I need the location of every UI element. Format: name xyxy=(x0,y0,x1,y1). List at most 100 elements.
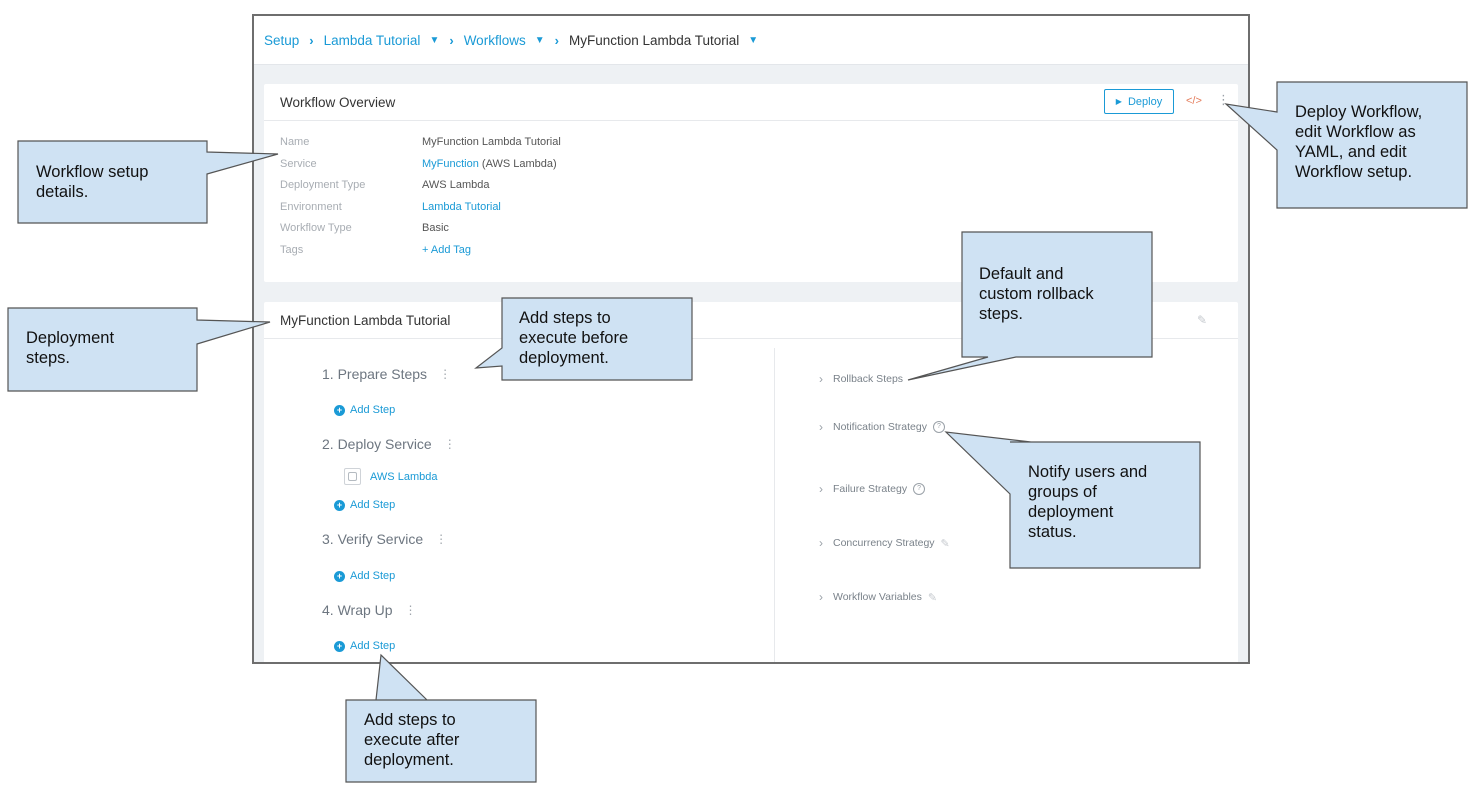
more-vertical-icon[interactable]: ⋮ xyxy=(404,603,417,617)
caret-down-icon[interactable]: ▼ xyxy=(534,34,545,46)
workflow-overview-title: Workflow Overview xyxy=(280,94,396,110)
callout-line: Deploy Workflow, xyxy=(1295,103,1423,121)
option-label: Concurrency Strategy xyxy=(833,537,935,549)
more-vertical-icon[interactable]: ⋮ xyxy=(439,367,452,381)
add-tag-link[interactable]: + Add Tag xyxy=(422,243,472,256)
callout-line: steps. xyxy=(979,305,1024,323)
phase-verify: 3. Verify Service ⋮ xyxy=(322,531,447,547)
detail-label: Workflow Type xyxy=(280,222,352,234)
breadcrumb-workflows[interactable]: Workflows xyxy=(463,32,526,48)
breadcrumb-setup[interactable]: Setup xyxy=(264,32,300,48)
aws-lambda-step[interactable]: AWS Lambda xyxy=(344,468,437,485)
workflow-overview-header: Workflow Overview ▶ Deploy </> ⋮ xyxy=(264,84,1238,121)
callout-line: deployment. xyxy=(519,349,609,367)
detail-value: MyFunction Lambda Tutorial xyxy=(422,136,561,148)
add-step-label: Add Step xyxy=(350,499,396,511)
callout-line: steps. xyxy=(26,349,71,367)
phase-label: 2. Deploy Service xyxy=(322,436,432,452)
callout-line: YAML, and edit xyxy=(1295,143,1407,161)
workflow-steps-header: MyFunction Lambda Tutorial ✎ xyxy=(264,302,1238,339)
callout-line: deployment. xyxy=(364,751,454,769)
pencil-icon[interactable]: ✎ xyxy=(940,537,950,550)
chevron-right-icon: › xyxy=(819,372,823,386)
detail-label: Environment xyxy=(280,200,342,213)
notification-strategy-item[interactable]: › Notification Strategy ? xyxy=(819,420,945,434)
step-label: AWS Lambda xyxy=(370,470,438,483)
callout-line: Workflow setup. xyxy=(1295,163,1413,181)
column-divider xyxy=(774,348,775,662)
chevron-right-icon: › xyxy=(449,32,454,48)
phase-label: 4. Wrap Up xyxy=(322,602,393,618)
service-type: (AWS Lambda) xyxy=(478,157,557,170)
chevron-right-icon: › xyxy=(819,482,823,496)
callout-notify-text: Notify users and groups of deployment st… xyxy=(1028,462,1147,542)
add-step-button[interactable]: + Add Step xyxy=(334,640,395,652)
callout-line: deployment xyxy=(1028,503,1114,521)
callout-line: Default and xyxy=(979,265,1064,283)
more-vertical-icon[interactable]: ⋮ xyxy=(1217,92,1230,107)
callout-line: edit Workflow as xyxy=(1295,123,1416,141)
help-icon[interactable]: ? xyxy=(932,421,945,433)
add-step-button[interactable]: + Add Step xyxy=(334,499,395,511)
plus-circle-icon: + xyxy=(334,404,345,416)
pencil-icon[interactable]: ✎ xyxy=(927,591,938,604)
detail-row-workflow-type: Workflow Type Basic xyxy=(280,222,561,244)
plus-circle-icon: + xyxy=(334,499,345,511)
environment-link[interactable]: Lambda Tutorial xyxy=(422,200,501,213)
callout-line: custom rollback xyxy=(979,285,1094,303)
callout-line: Workflow setup xyxy=(36,163,149,181)
callout-after-text: Add steps to execute after deployment. xyxy=(364,710,459,770)
callout-deployment-steps-text: Deployment steps. xyxy=(26,328,114,368)
caret-down-icon[interactable]: ▼ xyxy=(748,34,759,46)
concurrency-strategy-item[interactable]: › Concurrency Strategy ✎ xyxy=(819,536,950,550)
callout-line: execute before xyxy=(519,329,629,347)
deploy-button[interactable]: ▶ Deploy xyxy=(1104,89,1174,114)
phase-deploy: 2. Deploy Service ⋮ xyxy=(322,436,456,452)
callout-line: details. xyxy=(36,183,89,201)
add-step-label: Add Step xyxy=(350,404,396,416)
detail-value: MyFunction (AWS Lambda) xyxy=(422,158,557,180)
chevron-right-icon: › xyxy=(309,32,314,48)
detail-value: AWS Lambda xyxy=(422,179,490,191)
phase-wrap-up: 4. Wrap Up ⋮ xyxy=(322,602,417,618)
failure-strategy-item[interactable]: › Failure Strategy ? xyxy=(819,482,926,496)
workflow-variables-item[interactable]: › Workflow Variables ✎ xyxy=(819,590,937,604)
plus-circle-icon: + xyxy=(334,570,345,582)
detail-row-name: Name MyFunction Lambda Tutorial xyxy=(280,136,561,158)
phase-label: 1. Prepare Steps xyxy=(322,366,428,382)
callout-deploy-edit-text: Deploy Workflow, edit Workflow as YAML, … xyxy=(1295,102,1422,182)
workflow-details: Name MyFunction Lambda Tutorial Service … xyxy=(280,136,561,265)
yaml-code-icon[interactable]: </> xyxy=(1186,95,1202,107)
detail-value: Basic xyxy=(422,222,449,234)
more-vertical-icon[interactable]: ⋮ xyxy=(443,437,456,451)
detail-row-deployment-type: Deployment Type AWS Lambda xyxy=(280,179,561,201)
rollback-steps-item[interactable]: › Rollback Steps xyxy=(819,372,903,386)
breadcrumb-current: MyFunction Lambda Tutorial xyxy=(568,32,740,48)
add-step-label: Add Step xyxy=(350,570,396,582)
app-window: Setup › Lambda Tutorial ▼ › Workflows ▼ … xyxy=(252,14,1250,664)
help-icon[interactable]: ? xyxy=(913,483,926,495)
step-icon xyxy=(344,468,361,485)
more-vertical-icon[interactable]: ⋮ xyxy=(435,532,448,546)
phase-prepare: 1. Prepare Steps ⋮ xyxy=(322,366,451,382)
option-label: Workflow Variables xyxy=(833,591,922,603)
add-step-button[interactable]: + Add Step xyxy=(334,570,395,582)
detail-label: Service xyxy=(280,157,317,170)
callout-line: Notify users and xyxy=(1028,463,1148,481)
callout-line: status. xyxy=(1028,523,1077,541)
chevron-right-icon: › xyxy=(819,420,823,434)
caret-down-icon[interactable]: ▼ xyxy=(429,34,440,46)
callout-before-text: Add steps to execute before deployment. xyxy=(519,308,628,368)
pencil-icon[interactable]: ✎ xyxy=(1197,313,1208,327)
add-step-button[interactable]: + Add Step xyxy=(334,404,395,416)
option-label: Notification Strategy xyxy=(833,421,927,433)
callout-line: execute after xyxy=(364,731,460,749)
callout-rollback-text: Default and custom rollback steps. xyxy=(979,264,1094,324)
plus-circle-icon: + xyxy=(334,640,345,652)
phase-label: 3. Verify Service xyxy=(322,531,424,547)
chevron-right-icon: › xyxy=(554,32,559,48)
detail-label: Tags xyxy=(280,243,304,256)
service-link[interactable]: MyFunction xyxy=(422,157,479,170)
breadcrumb-app[interactable]: Lambda Tutorial xyxy=(323,32,421,48)
callout-line: Add steps to xyxy=(364,711,456,729)
